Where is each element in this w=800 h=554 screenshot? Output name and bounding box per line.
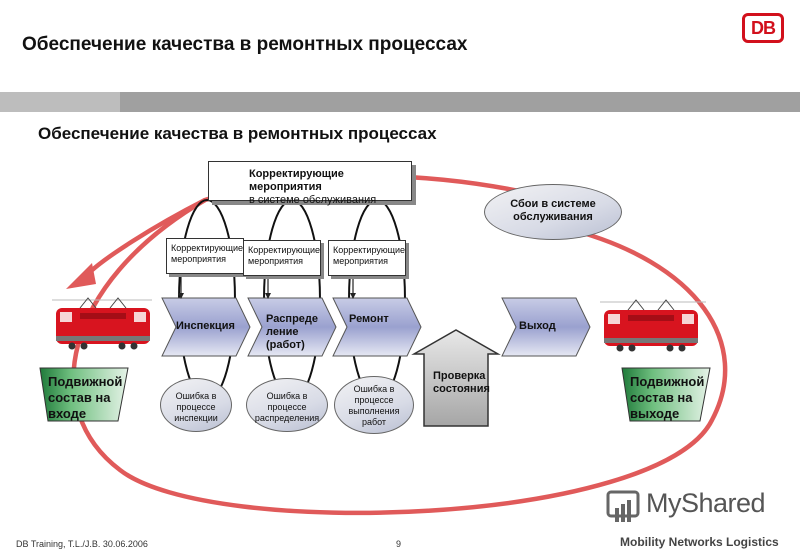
check-line1: Проверка: [433, 370, 486, 382]
chevron-repair: [332, 297, 422, 357]
input-label-line1: Подвижной: [48, 374, 123, 389]
output-rolling-stock-label: Подвижной состав на выходе: [630, 374, 704, 422]
chevron-output: [501, 297, 591, 357]
input-label-line2: состав на: [48, 390, 111, 405]
error-3-line1: Ошибка в: [353, 384, 395, 394]
check-up-arrow: [411, 329, 501, 427]
footer-brand: Mobility Networks Logistics: [620, 535, 779, 549]
output-label-shape: [621, 367, 711, 422]
step-inspection-text: Инспекция: [176, 320, 235, 332]
error-1-line2: процессе: [176, 402, 216, 412]
note-3-line2: мероприятия: [333, 256, 389, 266]
step-output-text: Выход: [519, 320, 556, 332]
error-2-line1: Ошибка в: [266, 391, 308, 401]
corrective-note-2: Корректирующие мероприятия: [243, 240, 321, 276]
page-number: 9: [396, 539, 402, 549]
corrective-box-line1: Корректирующие мероприятия: [249, 168, 344, 193]
footer-credit: DB Training, T.L./J.B. 30.06.2006: [16, 539, 148, 549]
error-bubble-inspection: Ошибка в процессе инспекции: [160, 378, 232, 432]
step-inspection-label: Инспекция: [176, 320, 235, 333]
corrective-note-1: Корректирующие мероприятия: [166, 238, 244, 274]
error-3-line3: выполнения: [348, 406, 400, 416]
error-1-line3: инспекции: [174, 413, 218, 423]
error-1-line1: Ошибка в: [175, 391, 217, 401]
error-3-line2: процессе: [354, 395, 394, 405]
note-3-line1: Корректирующие: [333, 245, 406, 255]
corrective-box-line2: в системе обслуживания: [249, 194, 377, 206]
slide-subtitle: Обеспечение качества в ремонтных процесс…: [38, 124, 437, 143]
check-line2: состояния: [433, 383, 490, 395]
step-repair-text: Ремонт: [349, 313, 389, 325]
header-divider-bar: [0, 92, 800, 112]
step-output-label: Выход: [519, 320, 556, 333]
note-1-line2: мероприятия: [171, 254, 227, 264]
header-divider-accent: [0, 92, 120, 112]
input-label-shape: [39, 367, 129, 422]
error-2-line3: распределения: [254, 413, 320, 423]
note-1-line1: Корректирующие: [171, 243, 244, 253]
input-label-line3: входе: [48, 406, 87, 421]
check-state-label: Проверка состояния: [433, 370, 490, 396]
chevron-inspection: [161, 297, 251, 357]
myshared-text: MyShared: [646, 488, 766, 518]
myshared-watermark: MyShared: [646, 488, 766, 519]
error-2-line2: процессе: [267, 402, 307, 412]
corrective-note-3: Корректирующие мероприятия: [328, 240, 406, 276]
output-label-line1: Подвижной: [630, 374, 705, 389]
step-distribution-line3: (работ): [266, 339, 305, 351]
input-rolling-stock-label: Подвижной состав на входе: [48, 374, 122, 422]
step-repair-label: Ремонт: [349, 313, 389, 326]
note-2-line1: Корректирующие: [248, 245, 321, 255]
feedback-loop-arrowhead: [66, 263, 96, 289]
note-2-line2: мероприятия: [248, 256, 304, 266]
failures-bubble-line2: обслуживания: [513, 211, 593, 223]
error-bubble-repair: Ошибка в процессе выполнения работ: [334, 376, 414, 434]
myshared-logo-icon: [606, 490, 640, 522]
chevron-distribution: [247, 297, 337, 357]
failures-bubble-line1: Сбои в системе: [510, 198, 596, 210]
error-3-line4: работ: [361, 417, 387, 427]
failures-bubble: Сбои в системе обслуживания: [484, 184, 622, 240]
error-bubble-distribution: Ошибка в процессе распределения: [246, 378, 328, 432]
page-title: Обеспечение качества в ремонтных процесс…: [22, 34, 468, 55]
db-logo: DB: [742, 13, 784, 43]
train-output-icon: [604, 299, 698, 352]
step-distribution-line2: ление: [266, 326, 299, 338]
output-label-line3: выходе: [630, 406, 680, 421]
corrective-measures-box: Корректирующие мероприятия в системе обс…: [208, 161, 412, 206]
train-input-icon: [56, 297, 150, 350]
step-distribution-label: Распреде ление (работ): [266, 313, 318, 352]
step-distribution-line1: Распреде: [266, 313, 319, 325]
output-label-line2: состав на: [630, 390, 693, 405]
feedback-loop-tail: [88, 197, 207, 274]
